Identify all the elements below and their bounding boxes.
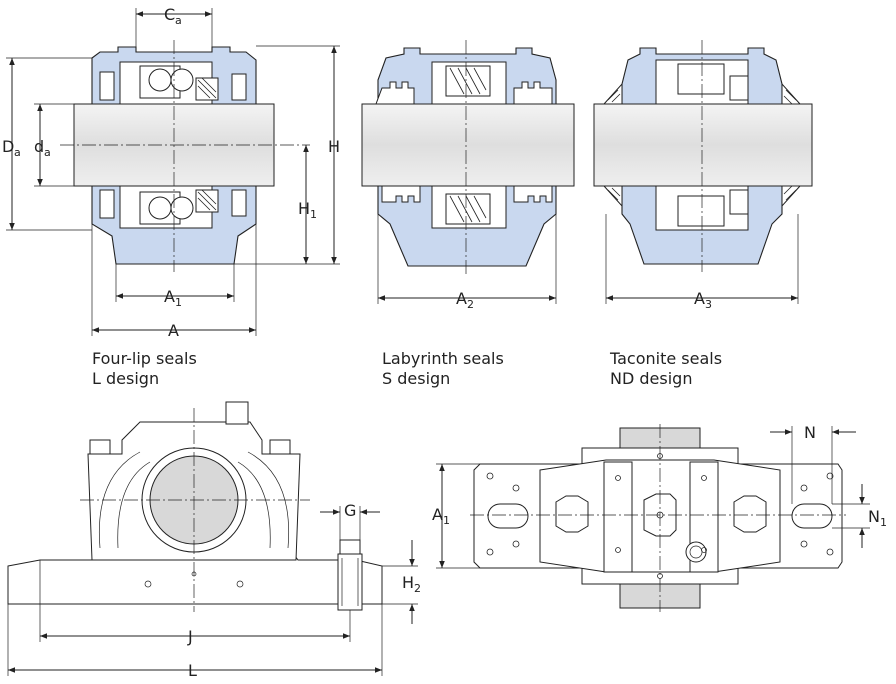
label-A1-main: A [164, 287, 175, 306]
label-H1: H 1 [298, 199, 317, 221]
label-A1: A 1 [164, 287, 182, 309]
label-N1-sub: 1 [880, 516, 887, 529]
label-J-main: J [187, 627, 193, 646]
label-A: A [168, 321, 179, 340]
label-da: d a [34, 137, 51, 159]
label-L-main: L [188, 661, 197, 680]
caption-labyrinth: Labyrinth seals S design [382, 349, 504, 388]
label-H2-sub: 2 [414, 582, 421, 595]
label-L: L [188, 661, 197, 680]
label-A-main: A [168, 321, 179, 340]
label-H1-sub: 1 [310, 208, 317, 221]
label-N1: N 1 [868, 507, 887, 529]
label-H2-main: H [402, 573, 414, 592]
label-J: J [187, 627, 193, 646]
label-A1-sub: 1 [175, 296, 182, 309]
label-A1-plan-main: A [432, 505, 443, 524]
label-A3: A 3 [694, 289, 712, 311]
caption-labyrinth-line2: S design [382, 369, 450, 388]
taconite-seal-section [593, 40, 813, 272]
label-Da: D a [2, 137, 21, 159]
label-Ca-sub: a [175, 14, 182, 27]
label-H: H [328, 137, 340, 156]
plan-view-dimensions [436, 426, 870, 569]
label-A2-main: A [456, 289, 467, 308]
front-elevation [7, 401, 383, 612]
label-N1-main: N [868, 507, 880, 526]
label-A1-plan-sub: 1 [443, 514, 450, 527]
label-Ca: C a [164, 5, 182, 27]
label-da-main: d [34, 137, 44, 156]
label-G-main: G [344, 501, 356, 520]
front-elevation-dimensions [7, 506, 418, 676]
label-N-main: N [804, 423, 816, 442]
labyrinth-seal-section [361, 40, 575, 274]
caption-taconite: Taconite seals ND design [609, 349, 722, 388]
label-A3-main: A [694, 289, 705, 308]
label-da-sub: a [44, 146, 51, 159]
label-G: G [344, 501, 356, 520]
label-Da-sub: a [14, 146, 21, 159]
labyrinth-dimensions [377, 214, 557, 304]
four-lip-seal-section [60, 40, 310, 272]
label-A1-plan: A 1 [432, 505, 450, 527]
taconite-dimensions [605, 214, 799, 304]
label-A2-sub: 2 [467, 298, 474, 311]
label-Ca-main: C [164, 5, 175, 24]
four-lip-dimensions [6, 8, 340, 336]
label-H2: H 2 [402, 573, 421, 595]
caption-taconite-line1: Taconite seals [609, 349, 722, 368]
caption-four-lip-line1: Four-lip seals [92, 349, 197, 368]
caption-labyrinth-line1: Labyrinth seals [382, 349, 504, 368]
label-H-main: H [328, 137, 340, 156]
label-A3-sub: 3 [705, 298, 712, 311]
plan-view [470, 424, 846, 612]
caption-four-lip: Four-lip seals L design [92, 349, 197, 388]
label-N: N [804, 423, 816, 442]
label-Da-main: D [2, 137, 14, 156]
caption-four-lip-line2: L design [92, 369, 159, 388]
label-A2: A 2 [456, 289, 474, 311]
label-H1-main: H [298, 199, 310, 218]
caption-taconite-line2: ND design [610, 369, 692, 388]
